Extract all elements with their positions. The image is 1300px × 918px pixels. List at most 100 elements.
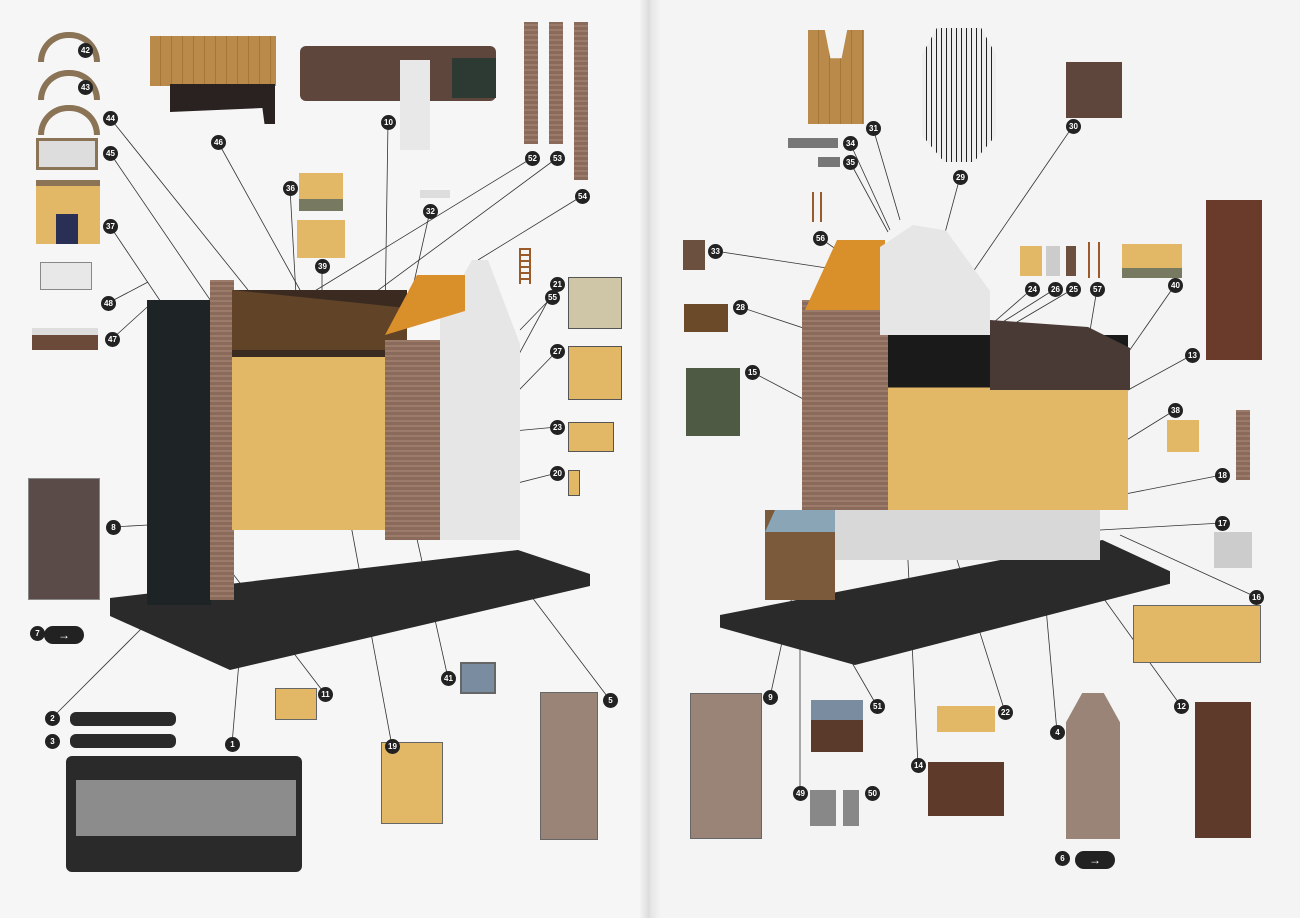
part-number-badge: 6	[1055, 851, 1070, 866]
hoist-part	[40, 262, 92, 290]
gable-part	[922, 28, 996, 162]
part-number-badge: 42	[78, 43, 93, 58]
part-number-badge: 30	[1066, 119, 1081, 134]
small-part	[810, 790, 836, 826]
roof-part	[1066, 62, 1122, 118]
part-number-badge: 4	[1050, 725, 1065, 740]
leader-line	[51, 624, 146, 719]
part-number-badge: 13	[1185, 348, 1200, 363]
tall-roof-part	[1206, 200, 1262, 360]
part-number-badge: 50	[865, 786, 880, 801]
part-number-badge: 53	[550, 151, 565, 166]
part-number-badge: 36	[283, 181, 298, 196]
room-part	[568, 277, 622, 329]
part-number-badge: 25	[1066, 282, 1081, 297]
direction-arrow-icon: →	[1075, 851, 1115, 869]
room-part	[568, 422, 614, 452]
part-number-badge: 10	[381, 115, 396, 130]
part-number-badge: 26	[1048, 282, 1063, 297]
wall-part	[381, 742, 443, 824]
part-number-badge: 49	[793, 786, 808, 801]
part-number-badge: 2	[45, 711, 60, 726]
room-part	[686, 368, 740, 436]
part-number-badge: 8	[106, 520, 121, 535]
leader-line	[477, 195, 583, 261]
leader-line	[384, 121, 389, 321]
leader-line	[714, 250, 841, 271]
door-part	[275, 688, 317, 720]
part-number-badge: 32	[423, 204, 438, 219]
part-number-badge: 22	[998, 705, 1013, 720]
part-number-badge: 27	[550, 344, 565, 359]
base-floor	[76, 780, 296, 836]
left-brick-wall	[210, 280, 234, 600]
part-number-badge: 14	[911, 758, 926, 773]
facade-strip	[400, 60, 430, 150]
base-edge	[70, 734, 176, 748]
base-edge	[70, 712, 176, 726]
part-number-badge: 48	[101, 296, 116, 311]
part-number-badge: 47	[105, 332, 120, 347]
beam-part	[788, 138, 838, 148]
floor-part	[150, 36, 276, 86]
part-number-badge: 40	[1168, 278, 1183, 293]
part-number-badge: 19	[385, 739, 400, 754]
ground-floor	[835, 510, 1100, 560]
stair-part	[1214, 532, 1252, 568]
leader-line	[109, 117, 249, 291]
part-number-badge: 18	[1215, 468, 1230, 483]
ladder-part	[1088, 242, 1100, 278]
part-number-badge: 29	[953, 170, 968, 185]
tall-wall-part	[1195, 702, 1251, 838]
wall-part	[1167, 420, 1199, 452]
roof-truss-part	[36, 138, 98, 170]
front-building	[802, 300, 897, 520]
part-number-badge: 7	[30, 626, 45, 641]
floor-part	[928, 762, 1004, 816]
part-number-badge: 28	[733, 300, 748, 315]
window-part	[460, 662, 496, 694]
part-number-badge: 45	[103, 146, 118, 161]
step-part	[420, 190, 450, 198]
part-number-badge: 31	[866, 121, 881, 136]
part-number-badge: 34	[843, 136, 858, 151]
beam-part	[818, 157, 840, 167]
part-number-badge: 1	[225, 737, 240, 752]
page-gutter	[640, 0, 660, 918]
wall-part	[1020, 246, 1042, 276]
facade-part	[28, 478, 100, 600]
leader-line	[849, 142, 891, 231]
part-number-badge: 52	[525, 151, 540, 166]
part-number-badge: 17	[1215, 516, 1230, 531]
direction-arrow-icon: →	[44, 626, 84, 644]
room-part	[684, 304, 728, 332]
leader-line	[1099, 522, 1223, 531]
part-number-badge: 39	[315, 259, 330, 274]
ladder-part	[812, 192, 822, 222]
part-number-badge: 46	[211, 135, 226, 150]
part-number-badge: 5	[603, 693, 618, 708]
dark-facade	[147, 300, 211, 605]
leader-line	[872, 127, 901, 221]
leader-line	[849, 161, 889, 233]
part-number-badge: 57	[1090, 282, 1105, 297]
part-number-badge: 11	[318, 687, 333, 702]
room-part	[568, 346, 622, 400]
part-number-badge: 56	[813, 231, 828, 246]
part-number-badge: 33	[708, 244, 723, 259]
door-part	[568, 470, 580, 496]
leader-line	[217, 141, 301, 291]
ladder-part	[519, 248, 531, 284]
balcony-part	[811, 700, 863, 752]
part-number-badge: 51	[870, 699, 885, 714]
part-number-badge: 54	[575, 189, 590, 204]
part-number-badge: 44	[103, 111, 118, 126]
facade-part	[690, 693, 762, 839]
part-number-badge: 21	[550, 277, 565, 292]
leader-line	[364, 157, 558, 301]
chimney-part	[549, 22, 563, 144]
chimney-part	[574, 22, 588, 180]
leader-line	[1119, 534, 1257, 598]
facade-part	[1066, 693, 1120, 839]
